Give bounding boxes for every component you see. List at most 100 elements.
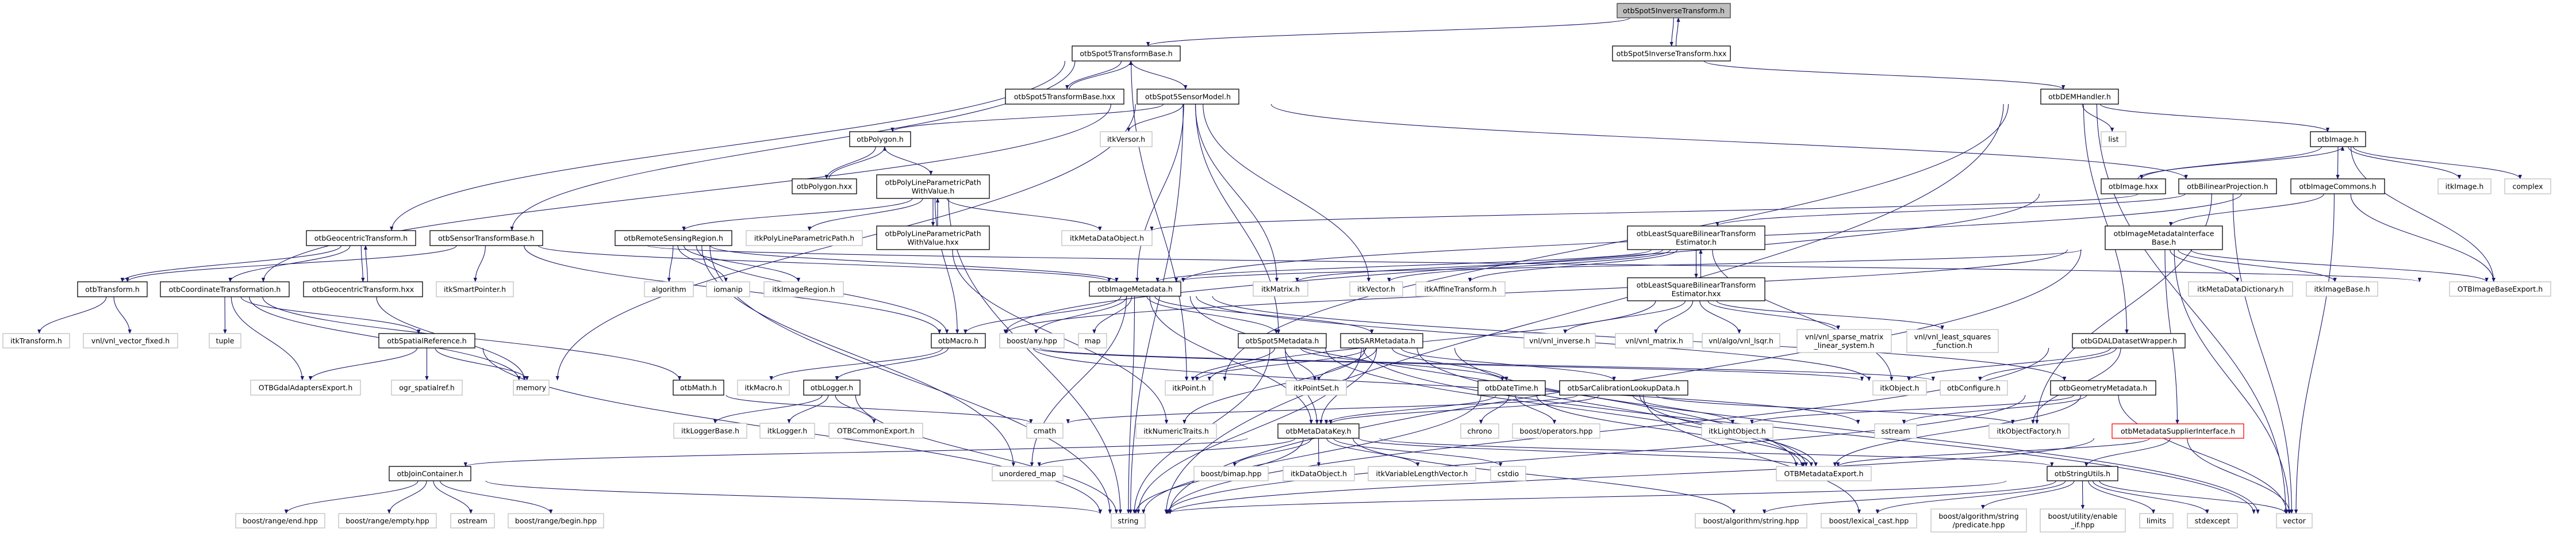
edge-datetime-to-mdkey [1324, 395, 1497, 424]
node-stringutils[interactable]: otbStringUtils.h [2047, 466, 2118, 481]
node-label: otbPolygon.hxx [797, 182, 852, 191]
node-gdal[interactable]: otbGDALDatasetWrapper.h [2072, 333, 2186, 349]
node-stb[interactable]: otbSensorTransformBase.h [429, 230, 543, 246]
node-label: vnl/vnl_least_squares [1914, 332, 1991, 341]
node-spatialref[interactable]: otbSpatialReference.h [378, 333, 475, 349]
node-geommd[interactable]: otbGeometryMetadata.h [2050, 380, 2156, 396]
node-imgcommons[interactable]: otbImageCommons.h [2290, 178, 2385, 194]
node-s5tb[interactable]: otbSpot5TransformBase.h [1072, 45, 1181, 62]
node-box [1238, 333, 1327, 349]
edge-stb-to-smartptr [473, 245, 486, 282]
node-lsbte[interactable]: otbLeastSquareBilinearTransformEstimator… [1627, 225, 1765, 250]
edge-coordtrans-to-spatialref [240, 296, 421, 334]
node-mdd: itkMetaDataDictionary.h [2188, 281, 2293, 297]
node-gdalexport: OTBGdalAdaptersExport.h [250, 380, 361, 396]
edge-sarmd-to-pointset [1316, 347, 1377, 381]
node-box [2101, 178, 2166, 194]
node-datetime[interactable]: otbDateTime.h [1477, 380, 1546, 396]
node-supplier[interactable]: otbMetadataSupplierInterface.h [2112, 423, 2244, 439]
edge-mdkey-to-algstring [1353, 438, 1736, 514]
node-label: itkImageBase.h [2314, 285, 2370, 293]
node-algstring: boost/algorithm/string.hpp [1695, 513, 1807, 529]
node-coordtrans[interactable]: otbCoordinateTransformation.h [160, 281, 290, 297]
node-box [746, 230, 863, 246]
node-dem[interactable]: otbDEMHandler.h [2040, 89, 2119, 105]
node-geo[interactable]: otbGeocentricTransform.h [306, 230, 416, 246]
node-affine: itkAffineTransform.h [1415, 281, 1506, 297]
node-object: itkObject.h [1872, 380, 1927, 396]
node-label: itkLoggerBase.h [681, 427, 739, 435]
node-sarcal[interactable]: otbSarCalibrationLookupData.h [1559, 380, 1688, 396]
edge-sarcal-to-objfactory [1656, 395, 2015, 424]
node-label: memory [516, 384, 547, 392]
node-label: itkMetaDataObject.h [1070, 234, 1144, 243]
node-polygon[interactable]: otbPolygon.h [849, 131, 911, 147]
edge-geommd-to-string [1165, 395, 2026, 514]
node-transform[interactable]: otbTransform.h [77, 281, 148, 297]
edge-stringutils-to-vector [2099, 480, 2288, 514]
node-box [2112, 423, 2244, 439]
node-box [1627, 225, 1765, 250]
node-root[interactable]: otbSpot5InverseTransform.h [1617, 3, 1731, 18]
edge-imib-to-imagebaseexport [2190, 249, 2489, 282]
node-box [2139, 513, 2174, 529]
edge-macro-to-itkmacro [769, 347, 943, 381]
edge-sarmd-to-numtraits [1183, 347, 1366, 424]
node-box [160, 281, 290, 297]
node-imagebaseexport: OTBImageBaseExport.h [2449, 281, 2551, 297]
node-lsbte_hxx[interactable]: otbLeastSquareBilinearTransformEstimator… [1627, 277, 1765, 301]
node-s5tb_hxx[interactable]: otbSpot5TransformBase.hxx [1005, 89, 1124, 105]
node-sarmd[interactable]: otbSARMetadata.h [1340, 333, 1423, 349]
node-box [615, 230, 732, 246]
edge-sarcal-to-cmath [1066, 395, 1578, 424]
edge-imib-to-imagemetadata [1174, 249, 2082, 282]
node-box [849, 131, 911, 147]
node-box [1005, 89, 1124, 105]
node-image[interactable]: otbImage.h [2310, 131, 2366, 147]
node-bilin[interactable]: otbBilinearProjection.h [2178, 178, 2277, 194]
node-s5md[interactable]: otbSpot5Metadata.h [1238, 333, 1327, 349]
node-mdkey[interactable]: otbMetaDataKey.h [1277, 423, 1360, 439]
edge-lsbte_hxx-to-vnlinv [1563, 300, 1686, 334]
node-box [1702, 333, 1780, 349]
node-rsr[interactable]: otbRemoteSensingRegion.h [615, 230, 732, 246]
edge-macro-to-sstream [1032, 347, 1860, 424]
node-label: itkLightObject.h [1709, 427, 1765, 435]
node-commonexport: OTBCommonExport.h [828, 423, 923, 439]
edge-geommd-to-lightobject [1750, 395, 2075, 424]
node-stdexcept: stdexcept [2187, 513, 2238, 529]
node-box [2101, 131, 2126, 147]
edge-stringutils-to-lexcast [1875, 480, 2066, 514]
node-joincont[interactable]: otbJoinContainer.h [389, 466, 471, 481]
node-itklogger: itkLogger.h [759, 423, 815, 439]
node-mdexport: OTBMetadataExport.h [1776, 466, 1872, 481]
node-s5sm[interactable]: otbSpot5SensorModel.h [1137, 89, 1239, 105]
edge-sarcal-to-lightobject [1632, 395, 1735, 424]
node-macro[interactable]: otbMacro.h [931, 333, 986, 349]
node-box [2040, 89, 2119, 105]
node-lightobject: itkLightObject.h [1701, 423, 1773, 439]
node-box [992, 466, 1064, 481]
node-enableif: boost/utility/enable_if.hpp [2040, 508, 2126, 533]
node-math[interactable]: otbMath.h [673, 380, 724, 396]
node-logger[interactable]: otbLogger.h [803, 380, 861, 396]
node-label: otbMath.h [680, 384, 717, 392]
node-image_hxx[interactable]: otbImage.hxx [2101, 178, 2166, 194]
node-mdobject: itkMetaDataObject.h [1061, 230, 1153, 246]
node-box [2072, 333, 2186, 349]
node-imagemetadata[interactable]: otbImageMetadata.h [1089, 281, 1181, 297]
node-chrono: chrono [1460, 423, 1499, 439]
node-objfactory: itkObjectFactory.h [1988, 423, 2070, 439]
node-inv_hxx[interactable]: otbSpot5InverseTransform.hxx [1612, 45, 1731, 62]
node-polygon_hxx[interactable]: otbPolygon.hxx [792, 178, 857, 194]
node-label: boost/range/empty.hpp [345, 516, 429, 525]
node-geo_hxx[interactable]: otbGeocentricTransform.hxx [303, 281, 423, 297]
node-predicate: boost/algorithm/string/predicate.hpp [1930, 508, 2027, 533]
node-versor: itkVersor.h [1100, 131, 1153, 147]
node-box [931, 333, 986, 349]
node-box [1477, 380, 1546, 396]
node-label: otbImageCommons.h [2299, 182, 2376, 191]
